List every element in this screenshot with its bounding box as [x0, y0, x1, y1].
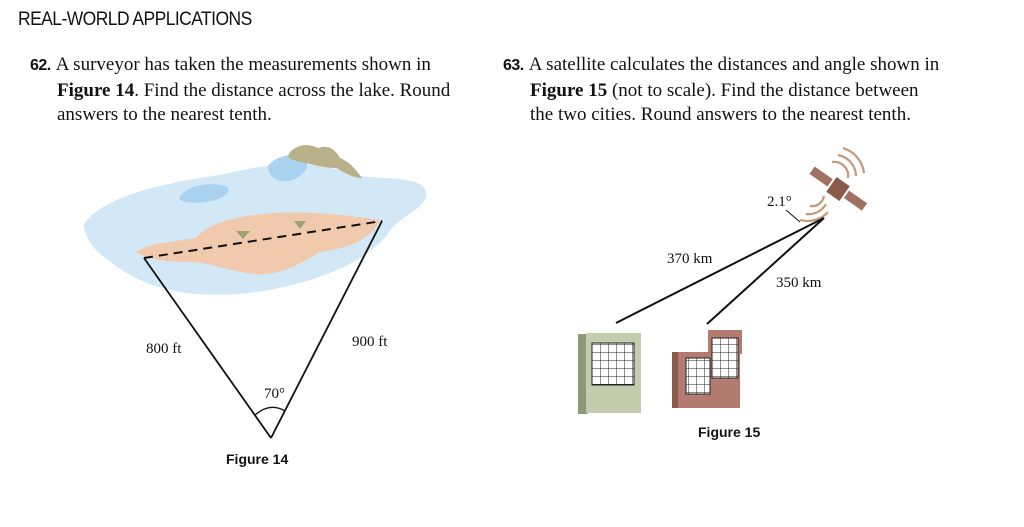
- problem-62-text-2: . Find the distance across the lake. Rou…: [134, 79, 451, 101]
- problem-62-line-2: Figure 14. Find the distance across the …: [30, 79, 490, 104]
- lake-inlet: [268, 155, 308, 182]
- sandbar: [136, 212, 380, 275]
- angle-label: 70°: [264, 386, 285, 402]
- right-side-label: 900 ft: [352, 334, 388, 350]
- right-distance-label: 350 km: [776, 275, 822, 291]
- figure-14: 800 ft 900 ft 70° Figure 14: [84, 145, 427, 467]
- section-heading: REAL-WORLD APPLICATIONS: [18, 9, 252, 30]
- problem-63-line-2: Figure 15 (not to scale). Find the dista…: [503, 79, 973, 104]
- problem-63-line-3: the two cities. Round answers to the nea…: [530, 104, 911, 125]
- left-side: [143, 257, 272, 439]
- left-side-label: 800 ft: [146, 341, 182, 357]
- problem-63-text-2: (not to scale). Find the distance betwee…: [607, 79, 919, 101]
- problem-63-line-1: 63.A satellite calculates the distances …: [503, 53, 973, 79]
- figure-14-reference: Figure 14: [57, 79, 135, 101]
- figure-14-caption: Figure 14: [226, 451, 288, 467]
- angle-pointer: [785, 209, 801, 223]
- right-side: [270, 220, 383, 439]
- left-distance-label: 370 km: [667, 251, 713, 267]
- tree-marker: [294, 221, 306, 229]
- grass-patch: [288, 145, 362, 178]
- problem-62-line-1: 62.A surveyor has taken the measurements…: [30, 53, 490, 79]
- problem-63: 63.A satellite calculates the distances …: [503, 53, 973, 128]
- city-building-left: [578, 333, 641, 414]
- distance-across-lake: [143, 220, 383, 259]
- figure-15: 2.1° 370 km 350 km Figure 15: [578, 146, 868, 440]
- problem-62-number: 62.: [30, 57, 51, 74]
- figure-15-caption: Figure 15: [698, 424, 760, 440]
- angle-arc: [254, 406, 286, 416]
- right-distance-line: [706, 217, 825, 325]
- problem-62-line-3: answers to the nearest tenth.: [57, 104, 272, 125]
- tree-marker: [236, 231, 250, 239]
- problem-63-text-1: A satellite calculates the distances and…: [528, 54, 940, 75]
- satellite-angle-label: 2.1°: [767, 194, 792, 210]
- problem-63-number: 63.: [503, 57, 524, 74]
- pond: [179, 184, 229, 203]
- problem-62: 62.A surveyor has taken the measurements…: [30, 53, 490, 128]
- city-building-right: [672, 330, 742, 408]
- figure-15-reference: Figure 15: [530, 79, 608, 101]
- satellite-icon: [799, 146, 868, 223]
- problem-62-text-1: A surveyor has taken the measurements sh…: [55, 54, 431, 75]
- left-distance-line: [615, 217, 825, 324]
